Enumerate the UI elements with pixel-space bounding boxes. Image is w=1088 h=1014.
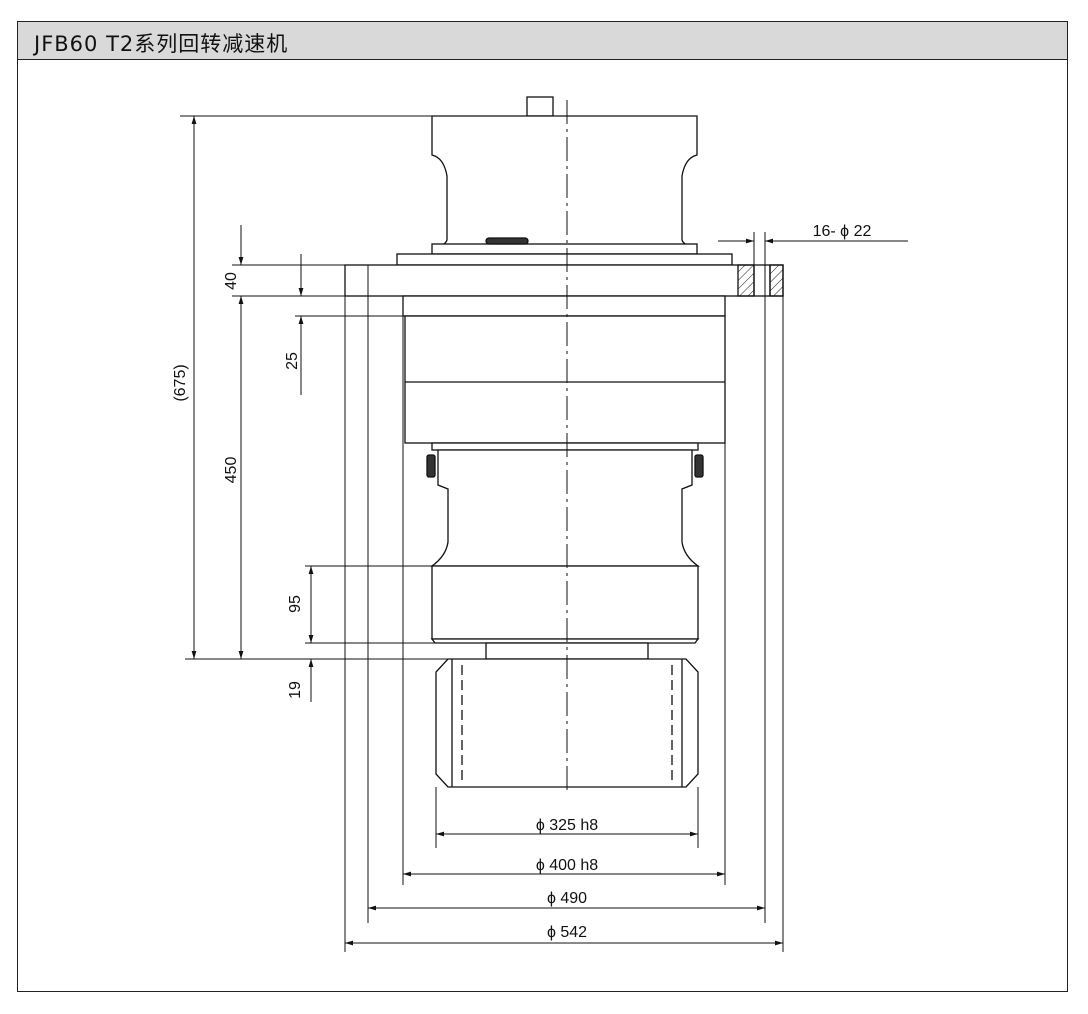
body-height-label: 450	[223, 457, 240, 484]
overall-height-label: (675)	[172, 364, 189, 401]
step-depth-label: 25	[284, 352, 301, 370]
bottom-gap-label: 19	[287, 681, 304, 699]
seal-right	[694, 454, 704, 478]
mounting-flange	[344, 264, 784, 297]
dia-490-label: ϕ 490	[547, 890, 587, 907]
waisted-body	[429, 449, 701, 567]
motor-cap	[431, 115, 698, 249]
shaft-stub	[526, 96, 554, 117]
lower-band-label: 95	[287, 595, 304, 613]
bolt-holes-label: 16- ϕ 22	[813, 223, 872, 240]
flange-thickness-label: 40	[223, 272, 240, 290]
dia-542-label: ϕ 542	[547, 924, 587, 941]
lower-band	[431, 565, 699, 640]
title-bar: JFB60 T2系列回转减速机	[18, 22, 1067, 60]
drain-plug	[485, 237, 529, 245]
dimension-lines	[180, 115, 908, 952]
dia-325-label: ϕ 325 h8	[536, 817, 598, 834]
bolt-hole-section	[737, 264, 755, 297]
reducer-outline	[344, 96, 784, 788]
seal-left	[426, 454, 436, 478]
main-housing	[404, 315, 726, 444]
dia-400-label: ϕ 400 h8	[536, 857, 598, 874]
drawing-title: JFB60 T2系列回转减速机	[34, 32, 289, 56]
